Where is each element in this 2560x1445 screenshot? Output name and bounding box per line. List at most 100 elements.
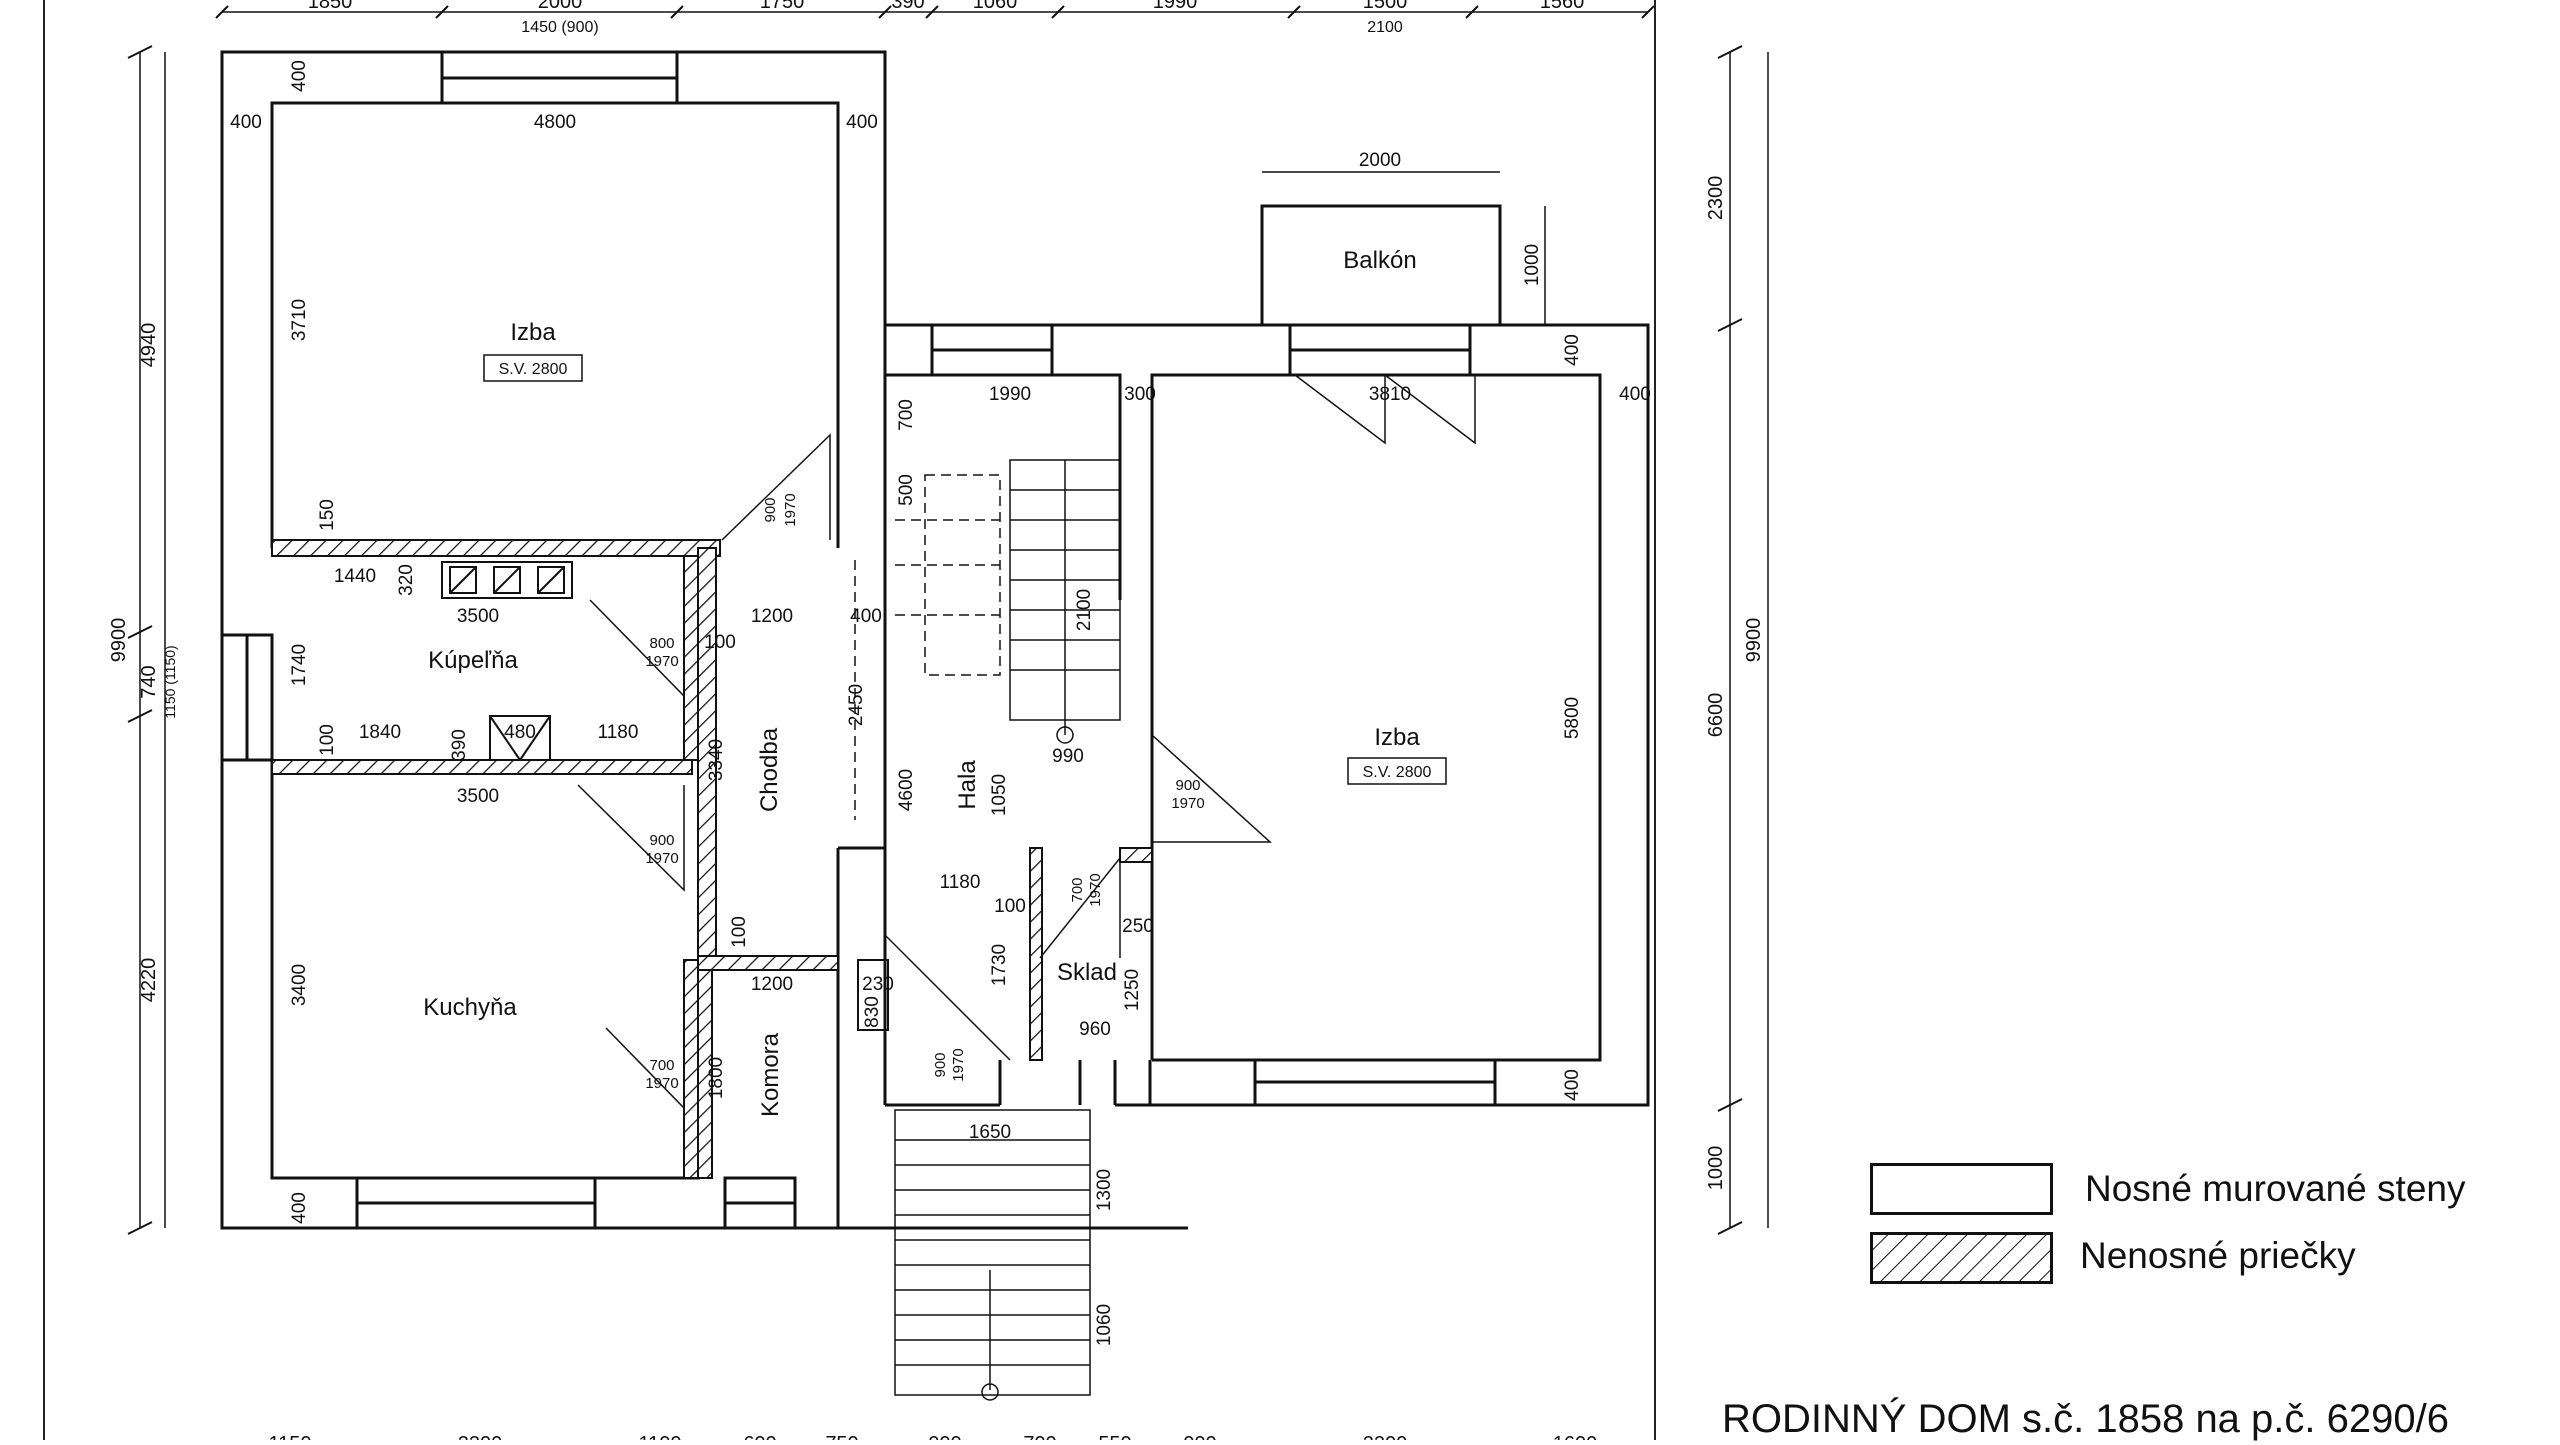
partition-walls xyxy=(271,539,1153,1179)
dim-100-a: 100 xyxy=(317,724,338,756)
dim-bottom-10: 2200 xyxy=(1363,1433,1408,1440)
room-label-izba-left: Izba xyxy=(510,319,556,346)
dim-500: 500 xyxy=(896,474,917,506)
height-tag-box xyxy=(483,354,583,382)
dim-320: 320 xyxy=(396,564,417,596)
room-label-kuchyna: Kuchyňa xyxy=(423,994,517,1021)
dim-390: 390 xyxy=(449,729,470,761)
dim-700: 700 xyxy=(896,399,917,431)
dim-2100: 2100 xyxy=(1074,589,1095,631)
door-tag-b-width: 800 xyxy=(649,635,674,652)
dim-1250: 1250 xyxy=(1122,969,1143,1011)
dim-chodba-width: 1200 xyxy=(751,606,793,627)
dim-left-4220: 4220 xyxy=(138,958,160,1003)
dim-100-b: 100 xyxy=(704,632,736,653)
dim-kuch-width: 3500 xyxy=(457,786,499,807)
height-tag-izba-right: S.V. 2800 xyxy=(1363,764,1432,781)
dim-kup-width: 3500 xyxy=(457,606,499,627)
door-tag-f-height: 1970 xyxy=(1171,795,1204,812)
dim-top-2: 2000 xyxy=(538,0,583,13)
dim-2450: 2450 xyxy=(846,684,867,726)
dim-top-6: 1990 xyxy=(1153,0,1198,13)
dim-1840: 1840 xyxy=(359,722,401,743)
door-tag-c-width: 900 xyxy=(649,832,674,849)
door-tag-f-width: 900 xyxy=(1175,777,1200,794)
hidden-lines xyxy=(838,474,1090,1229)
room-label-chodba: Chodba xyxy=(756,727,783,812)
dim-wall-right: 400 xyxy=(846,112,878,133)
dim-bottom-2: 2200 xyxy=(458,1433,503,1440)
drawing-title: RODINNÝ DOM s.č. 1858 na p.č. 6290/6 xyxy=(1722,1397,2449,1441)
dim-wall-left: 400 xyxy=(230,112,262,133)
door-tag-e-height: 1970 xyxy=(950,1048,967,1081)
dim-izba-right-width: 3810 xyxy=(1369,384,1411,405)
legend-swatch-partitions xyxy=(1870,1232,2053,1284)
dim-100-c: 100 xyxy=(729,916,750,948)
dim-bottom-4: 600 xyxy=(743,1433,776,1440)
chimney-flues xyxy=(441,561,889,1031)
door-tag-g-width: 700 xyxy=(1069,877,1086,902)
dim-right-6600: 6600 xyxy=(1705,693,1727,738)
dim-left-740: 740 xyxy=(138,665,160,698)
height-tag-izba-left: S.V. 2800 xyxy=(499,361,568,378)
room-label-kupelna: Kúpeľňa xyxy=(428,647,518,674)
dim-izba-right-depth: 5800 xyxy=(1562,697,1583,739)
dim-top-4: 390 xyxy=(891,0,924,13)
dim-hala-1180: 1180 xyxy=(940,872,981,893)
door-tag-c-height: 1970 xyxy=(645,850,678,867)
dim-bottom-7: 700 xyxy=(1023,1433,1056,1440)
door-tag-d-height: 1970 xyxy=(645,1075,678,1092)
dim-balkon-depth: 1000 xyxy=(1522,244,1543,286)
dim-sklad-1730: 1730 xyxy=(989,944,1010,986)
dim-wall-top: 400 xyxy=(289,60,310,92)
dim-150: 150 xyxy=(317,499,338,531)
door-tag-b-height: 1970 xyxy=(645,653,678,670)
dim-bottom-9: 900 xyxy=(1183,1433,1216,1440)
dim-top-3: 1750 xyxy=(760,0,805,13)
dim-990: 990 xyxy=(1052,746,1084,767)
dim-kuch-depth: 3400 xyxy=(289,964,310,1006)
dim-100-d: 100 xyxy=(994,896,1026,917)
room-label-hala: Hala xyxy=(954,760,981,810)
legend-label-partitions: Nenosné priečky xyxy=(2080,1235,2356,1276)
dim-entry-1650: 1650 xyxy=(969,1122,1011,1143)
room-label-izba-right: Izba xyxy=(1374,724,1420,751)
dim-1050: 1050 xyxy=(989,774,1010,816)
dim-bottom-5: 750 xyxy=(825,1433,858,1440)
room-label-sklad: Sklad xyxy=(1057,959,1117,986)
room-label-komora: Komora xyxy=(757,1032,784,1117)
dim-left-4940: 4940 xyxy=(138,323,160,368)
dim-left-1150: 1150 (1150) xyxy=(162,645,178,718)
dim-bottom-8: 550 xyxy=(1098,1433,1131,1440)
dim-entry-1060: 1060 xyxy=(1094,1304,1115,1346)
dim-230: 230 xyxy=(862,974,894,995)
dim-1180: 1180 xyxy=(598,722,639,743)
dim-wall-right-a: 400 xyxy=(1619,384,1651,405)
dim-balkon-width: 2000 xyxy=(1359,150,1401,171)
sheet-border xyxy=(43,0,1656,1440)
dim-250: 250 xyxy=(1122,916,1154,937)
dim-400-hall: 400 xyxy=(850,606,882,627)
dim-right-9900: 9900 xyxy=(1743,618,1765,663)
dim-right-2300: 2300 xyxy=(1705,176,1727,221)
dim-bottom-11: 1600 xyxy=(1553,1433,1598,1440)
door-swings xyxy=(577,374,1476,1110)
dim-kup-depth: 1740 xyxy=(289,644,310,686)
door-tag-g-height: 1970 xyxy=(1087,873,1104,906)
dim-izba-left-depth: 3710 xyxy=(289,299,310,341)
dim-wall-bottom: 400 xyxy=(289,1192,310,1224)
dim-hala-width: 1990 xyxy=(989,384,1031,405)
dim-top-1: 1850 xyxy=(308,0,353,13)
dim-komora-width: 1200 xyxy=(751,974,793,995)
dim-480: 480 xyxy=(504,722,536,743)
dim-bottom-6: 900 xyxy=(928,1433,961,1440)
dim-wall-right-c: 400 xyxy=(1562,1069,1583,1101)
load-bearing-walls xyxy=(220,50,1650,1230)
dim-top-7: 1500 xyxy=(1363,0,1408,13)
dim-4600: 4600 xyxy=(896,769,917,811)
dim-sklad-960: 960 xyxy=(1079,1019,1111,1040)
dimension-ticks xyxy=(127,5,1743,1235)
dim-entry-1300: 1300 xyxy=(1094,1169,1115,1211)
